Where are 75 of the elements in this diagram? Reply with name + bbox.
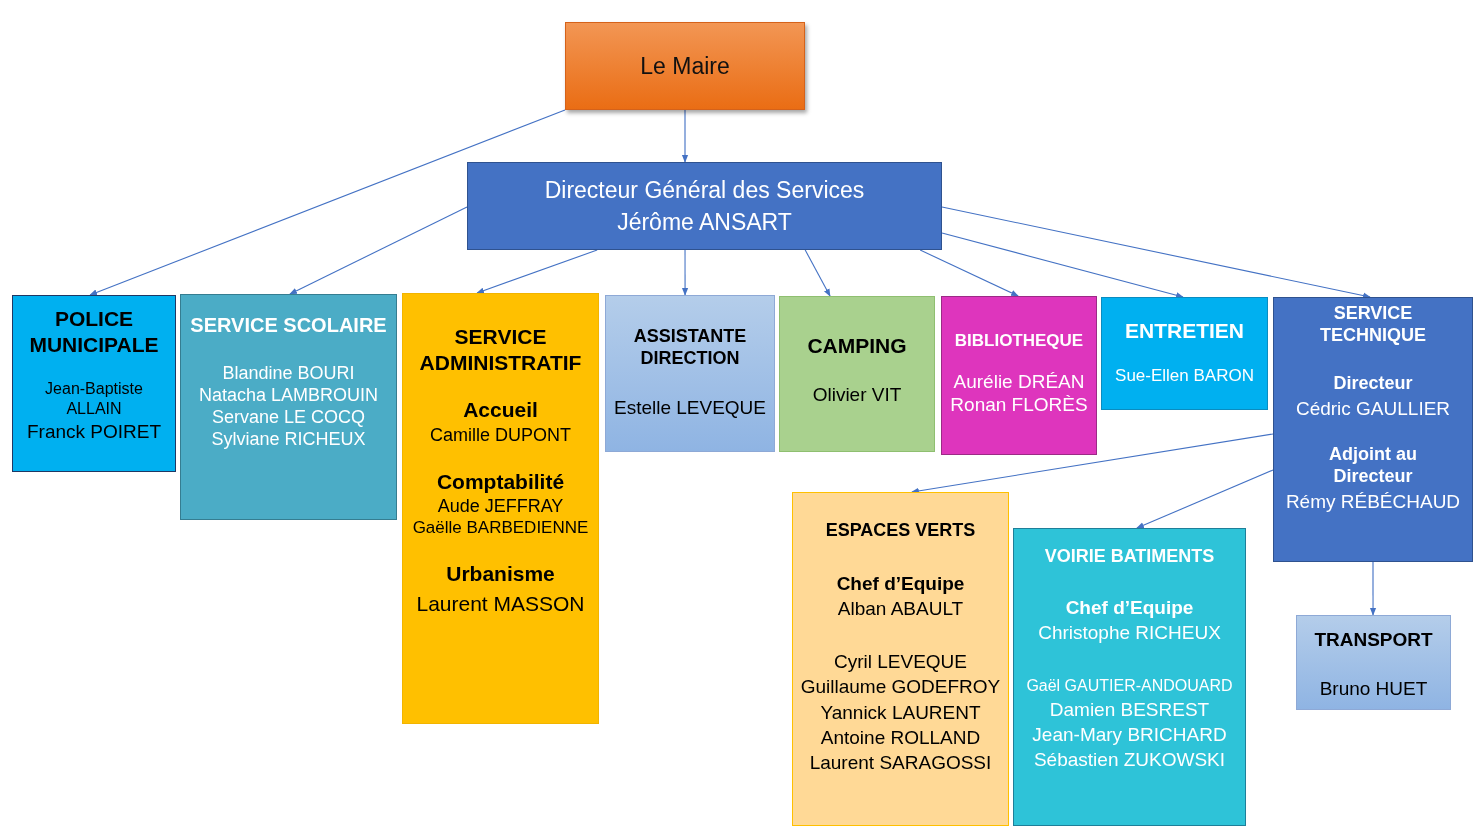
staff-name: Laurent SARAGOSSI: [809, 751, 992, 775]
staff-name: Antoine ROLLAND: [820, 725, 981, 749]
department-title: ESPACES VERTS: [825, 520, 976, 542]
department-title: ENTRETIEN: [1125, 318, 1244, 344]
director-box: [467, 162, 942, 250]
department-title: Le Maire: [640, 51, 730, 80]
department-box: [402, 293, 599, 724]
staff-name: Sébastien ZUKOWSKI: [1033, 748, 1226, 772]
connector-arrow: [941, 206, 1371, 299]
staff-name: Camille DUPONT: [430, 424, 571, 447]
connector-arrow: [89, 109, 566, 296]
department-title: SERVICE TECHNIQUE: [1319, 303, 1427, 347]
department-title: CAMPING: [807, 333, 907, 359]
staff-name: Rémy RÉBÉCHAUD: [1285, 489, 1461, 514]
department-box: [12, 295, 176, 472]
department-title: SERVICE ADMINISTRATIF: [418, 324, 583, 376]
department-title: BIBLIOTHEQUE: [954, 331, 1084, 352]
department-box: [1013, 528, 1246, 826]
department-title: POLICE MUNICIPALE: [28, 306, 160, 358]
staff-name: Jean-Baptiste ALLAIN: [44, 379, 144, 419]
department-box: [1273, 297, 1473, 562]
staff-name: Damien BESREST: [1049, 697, 1210, 721]
staff-name: Estelle LEVEQUE: [613, 395, 767, 420]
staff-name: Accueil: [463, 397, 538, 423]
staff-name: Adjoint au Directeur: [1328, 444, 1418, 488]
mayor-box: [565, 22, 805, 110]
staff-name: Jérôme ANSART: [617, 208, 792, 237]
staff-name: Comptabilité: [436, 468, 565, 495]
staff-name: Sylviane RICHEUX: [211, 429, 366, 452]
department-title: VOIRIE BATIMENTS: [1044, 546, 1215, 568]
staff-name: Gaëlle BARBEDIENNE: [412, 518, 589, 540]
staff-name: Ronan FLORÈS: [950, 392, 1088, 417]
staff-name: Aurélie DRÉAN: [953, 369, 1085, 393]
department-box: [180, 294, 397, 520]
staff-name: Jean-Mary BRICHARD: [1032, 723, 1227, 747]
connector-arrow: [919, 249, 1019, 297]
connector-arrow: [911, 433, 1274, 494]
department-title: ASSISTANTE DIRECTION: [632, 326, 748, 370]
staff-name: Directeur: [1333, 372, 1413, 395]
staff-name: Alban ABAULT: [837, 597, 964, 621]
staff-name: Christophe RICHEUX: [1038, 621, 1221, 645]
connector-arrow: [804, 249, 831, 297]
staff-name: Laurent MASSON: [416, 590, 585, 617]
department-title: Directeur Général des Services: [544, 175, 865, 204]
department-title: TRANSPORT: [1314, 628, 1433, 652]
staff-name: Franck POIRET: [26, 420, 162, 444]
staff-name: Bruno HUET: [1319, 677, 1428, 701]
connector-arrow: [289, 206, 468, 295]
connector-arrow: [941, 232, 1184, 299]
connector-arrow: [476, 249, 598, 294]
connector-arrow: [1369, 561, 1377, 616]
connector-arrow: [1136, 469, 1274, 529]
staff-name: Blandine BOURI: [222, 363, 355, 386]
staff-name: Cyril LEVEQUE: [834, 650, 967, 674]
department-box: [1296, 615, 1451, 710]
department-box: [941, 296, 1097, 455]
connector-arrow: [681, 109, 689, 163]
department-box: [792, 492, 1009, 826]
staff-name: Sue-Ellen BARON: [1115, 365, 1254, 387]
staff-name: Yannick LAURENT: [820, 700, 981, 724]
department-box: [1101, 297, 1268, 410]
staff-name: Chef d’Equipe: [1065, 595, 1194, 620]
staff-name: Chef d’Equipe: [836, 571, 965, 596]
staff-name: Servane LE COCQ: [211, 407, 366, 430]
department-box: [779, 296, 935, 452]
connector-arrow: [682, 249, 689, 296]
staff-name: Olivier VIT: [812, 382, 902, 406]
department-box: [605, 295, 775, 452]
department-title: SERVICE SCOLAIRE: [190, 313, 387, 338]
staff-name: Urbanisme: [446, 561, 555, 587]
staff-name: Cédric GAULLIER: [1295, 396, 1451, 421]
staff-name: Guillaume GODEFROY: [800, 675, 1001, 699]
staff-name: Aude JEFFRAY: [437, 496, 564, 519]
staff-name: Gaël GAUTIER-ANDOUARD: [1026, 676, 1233, 696]
staff-name: Natacha LAMBROUIN: [198, 385, 379, 408]
